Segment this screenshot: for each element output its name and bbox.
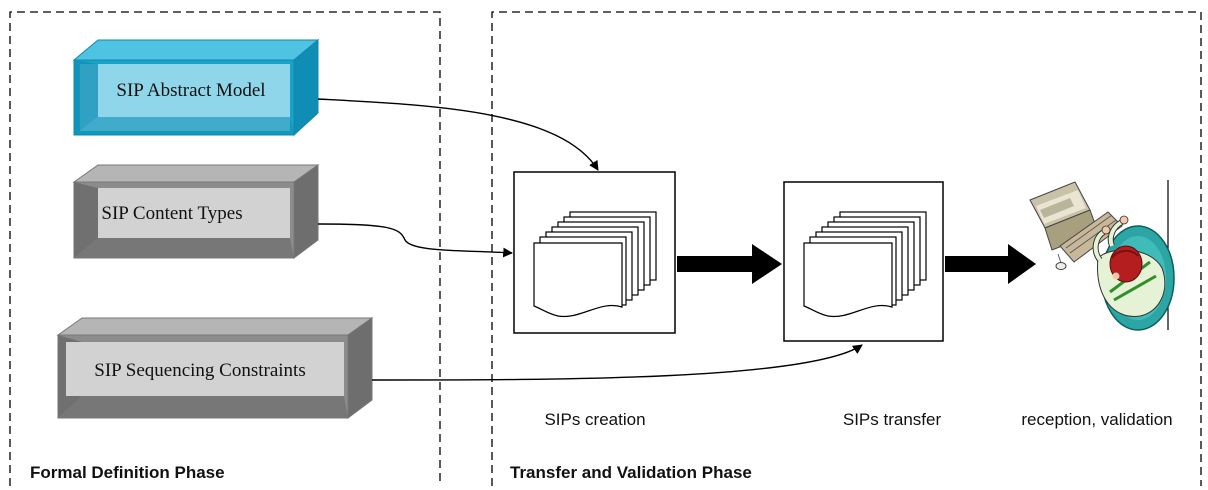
reception-validation-label: reception, validation [1021,410,1172,429]
sips-transfer-label: SIPs transfer [843,410,942,429]
sip-sequencing-constraints-block: SIP Sequencing Constraints [56,317,374,419]
document-stack-icon [533,211,657,318]
sip-abstract-model-label: SIP Abstract Model [116,80,265,101]
transfer-validation-phase-label: Transfer and Validation Phase [510,463,752,482]
connector-content-types-to-creation [317,223,513,258]
transfer-validation-phase-region [491,11,1202,486]
document-stack-icon [803,211,927,318]
sip-content-types-label: SIP Content Types [101,203,242,224]
sips-creation-label: SIPs creation [544,410,645,429]
person-at-computer-icon [1029,180,1175,331]
thick-arrow-creation-to-transfer [677,244,782,284]
connector-sequencing-to-transfer [371,344,863,381]
thick-arrow-transfer-to-reception [945,244,1036,284]
sip-content-types-block: SIP Content Types [72,164,320,259]
formal-definition-phase-label: Formal Definition Phase [30,463,225,482]
sips-transfer-box [783,181,944,342]
connector-abstract-model-to-creation [317,98,599,171]
sips-creation-box [513,171,676,334]
sip-sequencing-constraints-label: SIP Sequencing Constraints [94,360,305,381]
formal-definition-phase-region [9,11,441,486]
sip-abstract-model-block: SIP Abstract Model [72,38,320,137]
